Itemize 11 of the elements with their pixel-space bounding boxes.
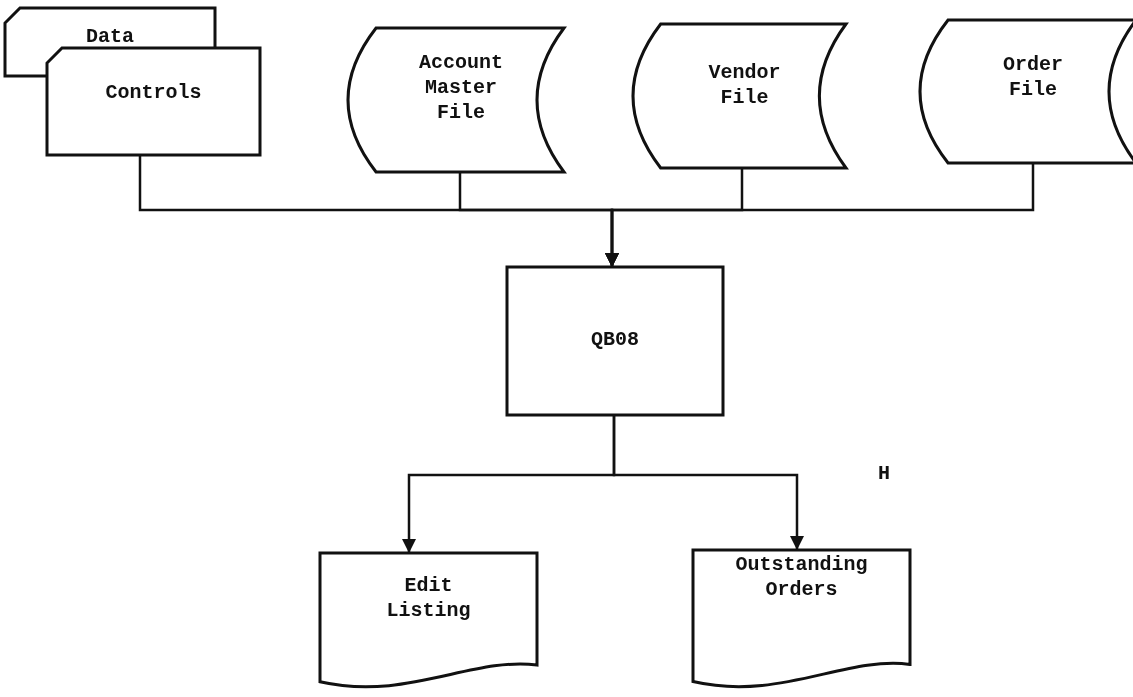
node-label: Order File [1002, 52, 1064, 102]
arrow [612, 415, 804, 550]
node-label: Controls [105, 80, 202, 105]
node-label: QB08 [591, 327, 639, 352]
node-label: Outstanding Orders [734, 552, 869, 602]
arrow [605, 163, 1035, 267]
node-label: Account Master File [418, 50, 504, 125]
node-label: Vendor File [707, 60, 782, 110]
node-label: Data [86, 24, 134, 49]
node-label: Edit Listing [385, 573, 472, 623]
annotation-letter: H [878, 462, 890, 485]
